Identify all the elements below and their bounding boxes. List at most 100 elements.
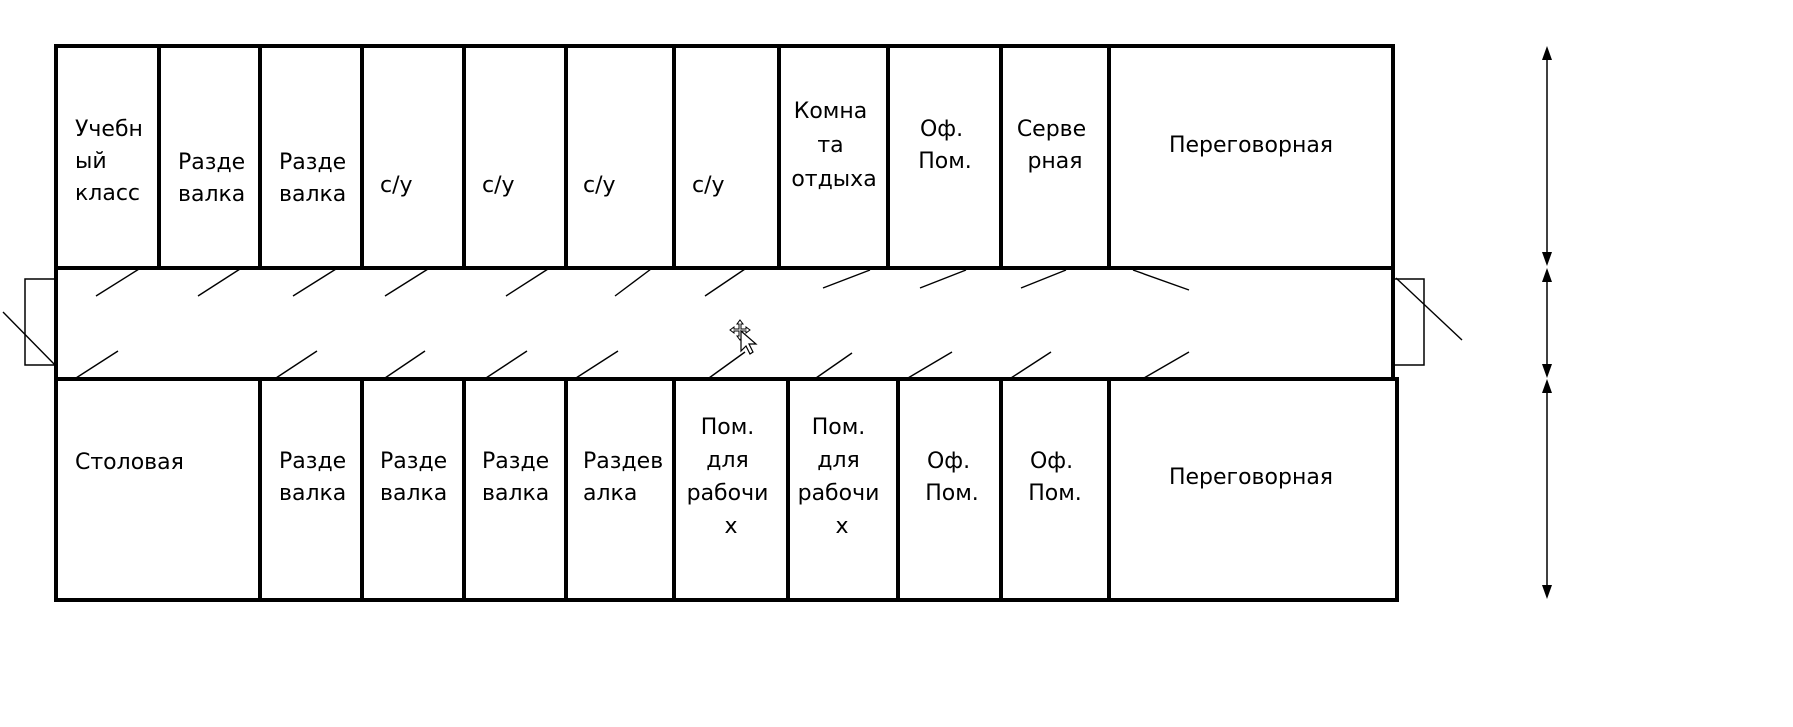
label-line: валка xyxy=(482,481,549,506)
bottom-door-swings xyxy=(75,350,1190,379)
door-swing[interactable] xyxy=(485,350,528,379)
label-line: валка xyxy=(380,481,447,506)
room-label-of-pom: Оф. Пом. xyxy=(918,117,972,174)
label-line: х xyxy=(724,514,737,539)
label-line: Столовая xyxy=(75,450,184,475)
room-label-komnata-otdykha: Комна та отдыха xyxy=(791,99,876,192)
left-door-frame[interactable] xyxy=(24,278,57,366)
door-swing[interactable] xyxy=(614,268,652,297)
label-line: Учебн xyxy=(75,117,143,142)
door-swing[interactable] xyxy=(919,269,967,289)
label-line: Разде xyxy=(279,449,346,474)
label-line: Оф. xyxy=(927,449,970,474)
right-door-frame[interactable] xyxy=(1392,278,1425,366)
label-line: Пом. xyxy=(925,481,979,506)
door-swing[interactable] xyxy=(197,268,241,297)
arrow-down-icon xyxy=(1542,585,1552,599)
room-label-uchebnyy-klass: Учебн ый класс xyxy=(75,117,150,206)
top-room-labels: Учебн ый класс Разде валка Разде валка с… xyxy=(75,99,1333,207)
label-line: ый xyxy=(75,149,107,174)
door-swing[interactable] xyxy=(292,268,337,297)
arrow-down-icon xyxy=(1542,364,1552,378)
label-line: Разде xyxy=(279,150,346,175)
label-line: Оф. xyxy=(1030,449,1073,474)
label-line: та xyxy=(817,133,843,158)
label-line: отдыха xyxy=(791,167,876,192)
label-line: Пом. xyxy=(1028,481,1082,506)
door-swing[interactable] xyxy=(815,352,853,379)
door-swing[interactable] xyxy=(384,350,426,379)
label-line: с/у xyxy=(380,173,413,198)
door-swing[interactable] xyxy=(822,269,871,289)
bottom-wing-wall xyxy=(54,377,1399,602)
room-label-of-pom: Оф. Пом. xyxy=(1028,449,1082,506)
label-line: класс xyxy=(75,181,140,206)
label-line: Комна xyxy=(794,99,868,124)
room-label-su: с/у xyxy=(380,173,413,198)
label-line: Переговорная xyxy=(1169,465,1333,490)
room-label-razdevalka: Разде валка xyxy=(279,449,353,506)
label-line: Пом. xyxy=(812,415,866,440)
room-label-stolovaya: Столовая xyxy=(75,450,184,475)
label-line: Серве xyxy=(1017,117,1086,142)
door-swing[interactable] xyxy=(1020,269,1067,289)
move-cursor-icon xyxy=(729,319,758,355)
room-label-su: с/у xyxy=(482,173,515,198)
label-line: валка xyxy=(279,182,346,207)
arrow-up-icon xyxy=(1542,46,1552,60)
arrow-up-icon xyxy=(1542,268,1552,282)
label-line: Оф. xyxy=(920,117,963,142)
door-swing[interactable] xyxy=(95,268,140,297)
label-line: с/у xyxy=(482,173,515,198)
bottom-partitions xyxy=(258,379,1111,600)
door-swing[interactable] xyxy=(575,350,619,379)
room-label-servernaya: Серве рная xyxy=(1017,117,1093,174)
top-partitions xyxy=(157,46,1111,268)
room-label-razdevalka: Раздев алка xyxy=(583,449,670,506)
door-swing[interactable] xyxy=(384,268,429,297)
bottom-room-labels: Столовая Разде валка Разде валка Разде в… xyxy=(75,415,1333,539)
label-line: Разде xyxy=(178,150,245,175)
door-swing[interactable] xyxy=(1143,351,1190,379)
room-label-razdevalka: Разде валка xyxy=(482,449,556,506)
room-label-razdevalka: Разде валка xyxy=(178,150,252,207)
door-swing[interactable] xyxy=(275,350,318,379)
label-line: рная xyxy=(1027,149,1082,174)
room-label-su: с/у xyxy=(583,173,616,198)
door-swing[interactable] xyxy=(708,351,746,379)
door-swing[interactable] xyxy=(75,350,119,379)
door-swing[interactable] xyxy=(505,268,549,297)
label-line: Разде xyxy=(482,449,549,474)
left-door-swing[interactable] xyxy=(2,311,57,367)
arrow-up-icon xyxy=(1542,379,1552,393)
room-label-peregovornaya: Переговорная xyxy=(1169,465,1333,490)
door-swing[interactable] xyxy=(907,351,953,379)
top-door-swings xyxy=(95,268,1190,297)
label-line: с/у xyxy=(583,173,616,198)
corridor-wall xyxy=(54,266,1395,381)
label-line: х xyxy=(835,514,848,539)
right-entrance-door[interactable] xyxy=(1392,277,1463,366)
label-line: Раздев xyxy=(583,449,663,474)
room-label-pom-dlya-rabochikh: Пом. для рабочи х xyxy=(687,415,776,539)
room-label-peregovornaya: Переговорная xyxy=(1169,133,1333,158)
label-line: с/у xyxy=(692,173,725,198)
door-swing[interactable] xyxy=(1010,351,1052,379)
label-line: рабочи xyxy=(687,481,769,506)
label-line: валка xyxy=(178,182,245,207)
label-line: для xyxy=(706,448,749,473)
label-line: валка xyxy=(279,481,346,506)
room-label-razdevalka: Разде валка xyxy=(380,449,454,506)
arrow-down-icon xyxy=(1542,252,1552,266)
label-line: Разде xyxy=(380,449,447,474)
label-line: для xyxy=(817,448,860,473)
dimension-lines xyxy=(1542,46,1552,599)
right-door-swing[interactable] xyxy=(1395,277,1463,341)
door-swing[interactable] xyxy=(1132,269,1190,291)
left-entrance-door[interactable] xyxy=(2,278,57,367)
door-swing[interactable] xyxy=(704,268,746,297)
room-label-razdevalka: Разде валка xyxy=(279,150,353,207)
room-label-pom-dlya-rabochikh: Пом. для рабочи х xyxy=(798,415,887,539)
label-line: Пом. xyxy=(918,149,972,174)
